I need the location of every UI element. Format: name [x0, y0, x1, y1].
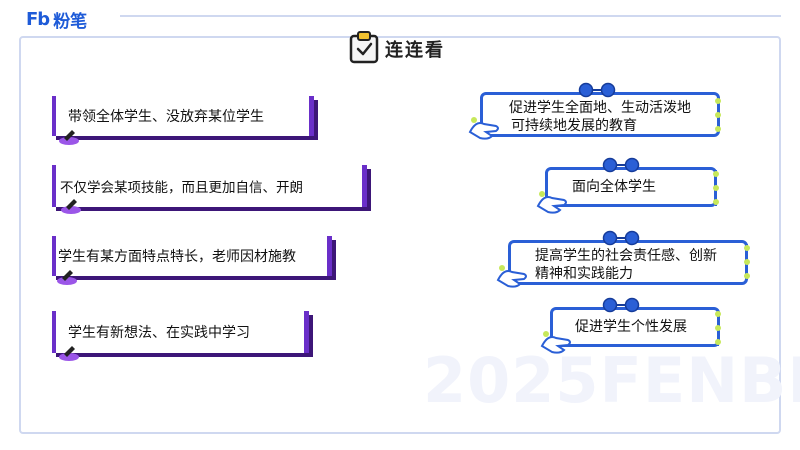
pen-icon — [59, 130, 79, 145]
left-item-label: 带领全体学生、没放弃某位学生 — [68, 109, 264, 125]
hand-icon — [536, 191, 567, 214]
hand-icon — [468, 117, 499, 140]
left-item-label: 学生有新想法、在实践中学习 — [68, 325, 250, 341]
sparkle-icon — [713, 170, 719, 206]
right-item-line1: 提高学生的社会责任感、创新 — [535, 248, 717, 264]
eyes-icon — [602, 157, 640, 173]
brand-logo: Fb 粉笔 — [26, 8, 88, 32]
left-item-2[interactable]: 不仅学会某项技能，而且更加自信、开朗 — [52, 165, 367, 207]
sparkle-icon — [715, 310, 721, 346]
right-item-line2: 精神和实践能力 — [535, 266, 633, 282]
left-item-label: 学生有某方面特点特长，老师因材施教 — [58, 249, 296, 265]
right-item-3[interactable]: 提高学生的社会责任感、创新 精神和实践能力 — [508, 240, 748, 285]
sparkle-icon — [744, 244, 750, 280]
left-item-4[interactable]: 学生有新想法、在实践中学习 — [52, 311, 309, 353]
sparkle-icon — [715, 97, 721, 133]
left-item-3[interactable]: 学生有某方面特点特长，老师因材施教 — [52, 236, 332, 276]
header-rule — [120, 15, 781, 17]
watermark: 2025FENBI — [423, 344, 800, 417]
eyes-icon — [602, 230, 640, 246]
eyes-icon — [578, 82, 616, 98]
hand-icon — [496, 265, 527, 288]
pen-icon — [59, 346, 79, 361]
eyes-icon — [602, 297, 640, 313]
brand-mark: Fb — [26, 8, 50, 30]
right-item-line1: 促进学生个性发展 — [575, 319, 687, 335]
slide-frame — [19, 36, 781, 434]
right-item-line2: 可持续地发展的教育 — [511, 118, 637, 134]
page-title-group: 连连看 — [349, 30, 445, 68]
brand-name: 粉笔 — [53, 11, 88, 32]
right-item-1[interactable]: 促进学生全面地、生动活泼地 可持续地发展的教育 — [480, 92, 720, 137]
page-title: 连连看 — [385, 40, 445, 61]
left-item-label: 不仅学会某项技能，而且更加自信、开朗 — [60, 180, 303, 196]
hand-icon — [540, 331, 571, 354]
clipboard-check-icon — [349, 30, 379, 68]
left-item-1[interactable]: 带领全体学生、没放弃某位学生 — [52, 96, 314, 136]
right-item-line1: 促进学生全面地、生动活泼地 — [509, 100, 691, 116]
right-item-line1: 面向全体学生 — [572, 179, 656, 195]
pen-icon — [61, 199, 81, 214]
pen-icon — [57, 270, 77, 285]
